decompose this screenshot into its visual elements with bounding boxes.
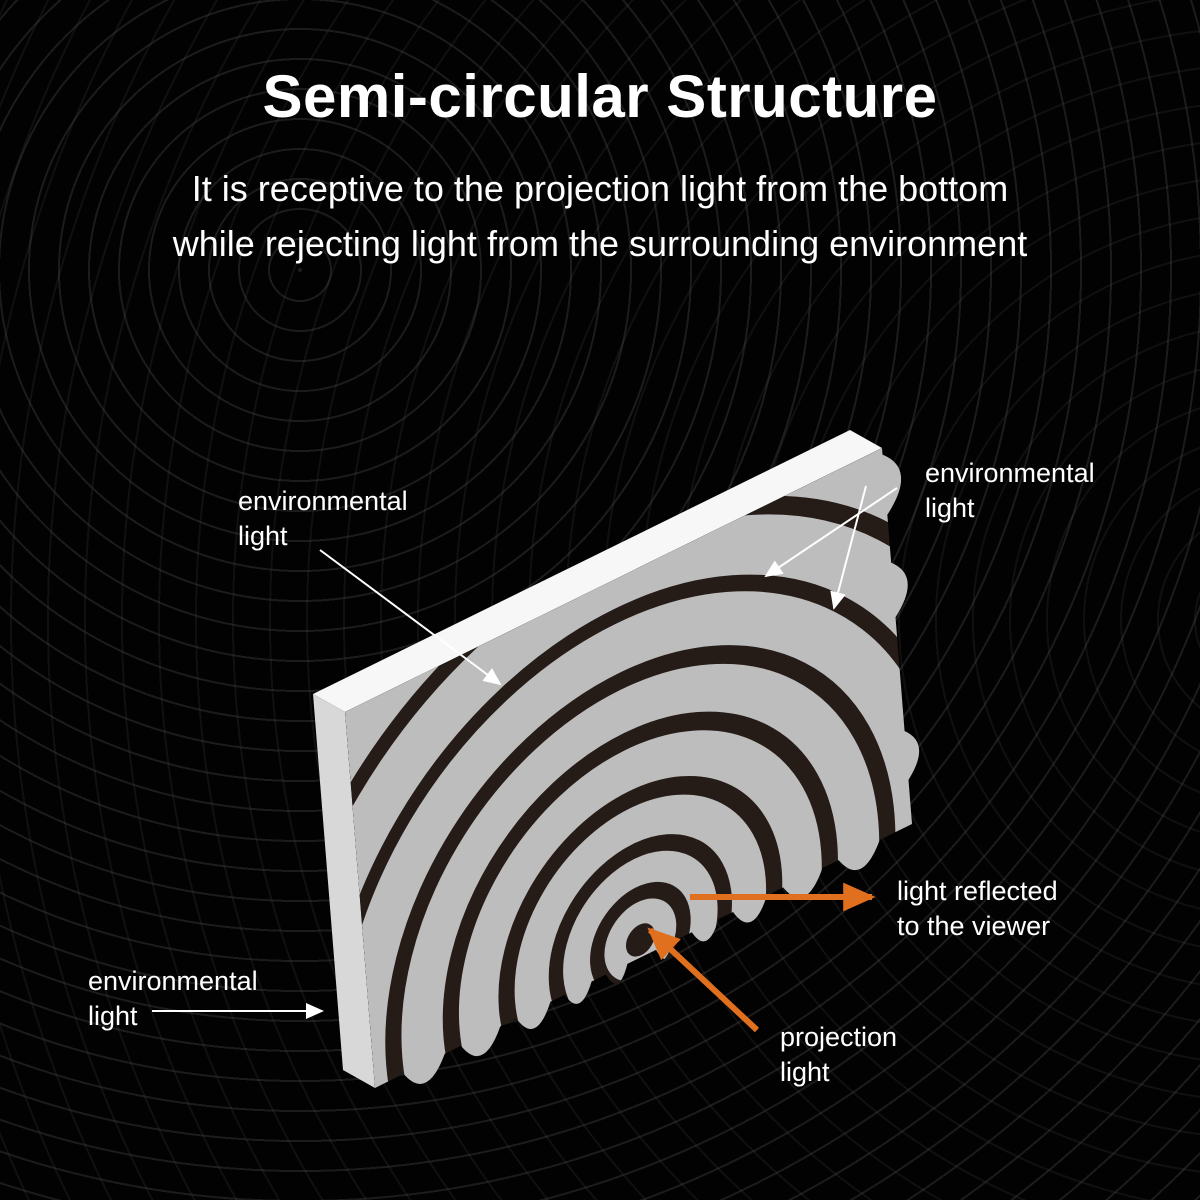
label-projection-light: projection light <box>780 1020 897 1090</box>
subtitle-line-1: It is receptive to the projection light … <box>191 168 1009 209</box>
ridge-ring-4 <box>458 730 822 1107</box>
label-environmental-light-top-right: environmental light <box>925 456 1095 526</box>
label-line: environmental <box>925 458 1095 488</box>
env-light-arrow-top-left <box>319 549 502 686</box>
label-line: light <box>238 521 288 552</box>
ridge-ring-7 <box>345 514 930 1107</box>
label-light-reflected: light reflected to the viewer <box>897 874 1058 944</box>
page-title: Semi-circular Structure <box>262 63 938 130</box>
label-line: light reflected <box>897 876 1058 906</box>
label-line: light <box>925 493 975 524</box>
label-line: light <box>780 1057 830 1088</box>
ridge-ring-5 <box>401 663 880 1107</box>
env-light-arrow-top-right-1 <box>764 487 898 578</box>
label-environmental-light-top-left: environmental light <box>238 484 408 554</box>
label-line: environmental <box>238 486 408 516</box>
label-line: projection <box>780 1022 898 1052</box>
label-line: to the viewer <box>897 911 1051 942</box>
label-line: light <box>88 1001 138 1032</box>
label-environmental-light-bottom-left: environmental light <box>88 964 258 1034</box>
page-subtitle: It is receptive to the projection light … <box>0 162 1200 271</box>
slab-left-edge <box>313 694 375 1088</box>
projection-light-arrow <box>647 927 760 1033</box>
label-line: environmental <box>88 966 258 996</box>
subtitle-line-2: while rejecting light from the surroundi… <box>172 222 1028 264</box>
env-light-arrow-top-right-2 <box>830 485 867 610</box>
slab-top-edge <box>313 430 882 712</box>
